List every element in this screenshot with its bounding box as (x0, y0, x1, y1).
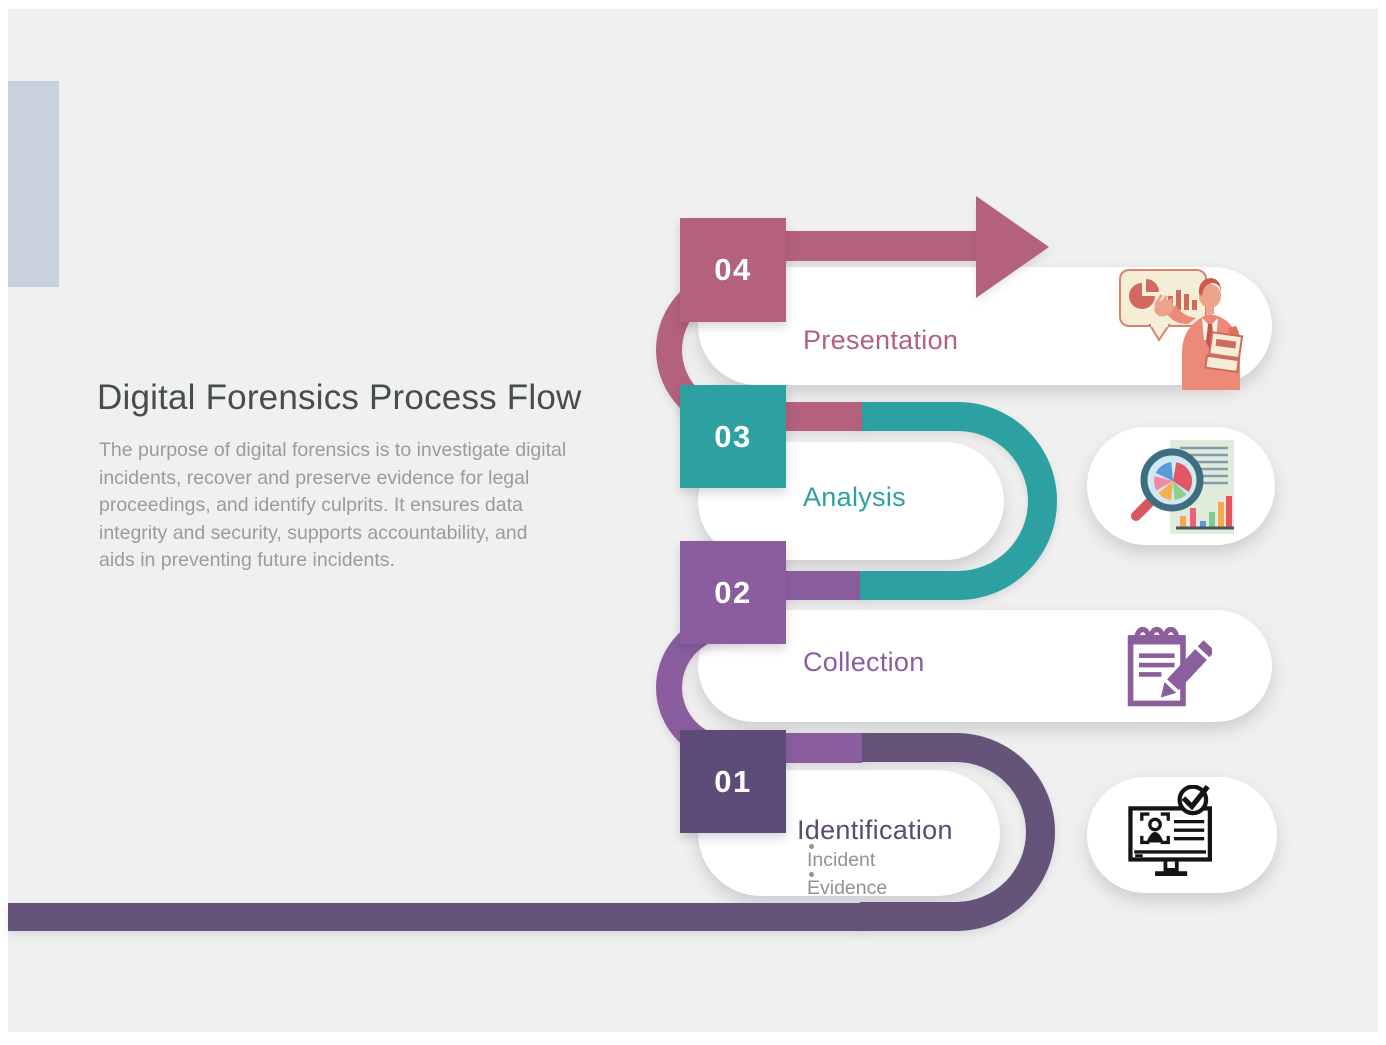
step-box-04: 04 (680, 218, 786, 322)
monitor-id-card-checkmark-icon (1128, 785, 1212, 877)
step-number-01: 01 (714, 763, 752, 799)
bullet-dot (809, 844, 814, 849)
step-number-03: 03 (714, 418, 752, 454)
bullet-dot (809, 872, 814, 877)
identification-sub-item-evidence: Evidence (807, 877, 888, 899)
identification-sub-item-incident: Incident (807, 849, 876, 871)
accent-rectangle (8, 81, 59, 287)
flow-start-bar (8, 903, 862, 931)
step-label-identification: Identification (797, 815, 953, 845)
flow-arrow-head-icon (976, 196, 1049, 298)
step-number-02: 02 (714, 574, 752, 610)
step-box-03: 03 (680, 385, 786, 488)
step-label-presentation: Presentation (803, 325, 959, 355)
step-box-01: 01 (680, 730, 786, 833)
page-title: Digital Forensics Process Flow (97, 378, 582, 417)
presenter-speech-bubble-chart-icon (1119, 269, 1244, 390)
notepad-pencil-icon (1127, 627, 1212, 707)
step-box-02: 02 (680, 541, 786, 644)
step-number-04: 04 (714, 252, 752, 287)
page-description: The purpose of digital forensics is to i… (99, 439, 567, 572)
step-label-analysis: Analysis (803, 482, 906, 512)
magnifier-pie-chart-document-icon (1131, 440, 1234, 534)
step-label-collection: Collection (803, 647, 925, 677)
